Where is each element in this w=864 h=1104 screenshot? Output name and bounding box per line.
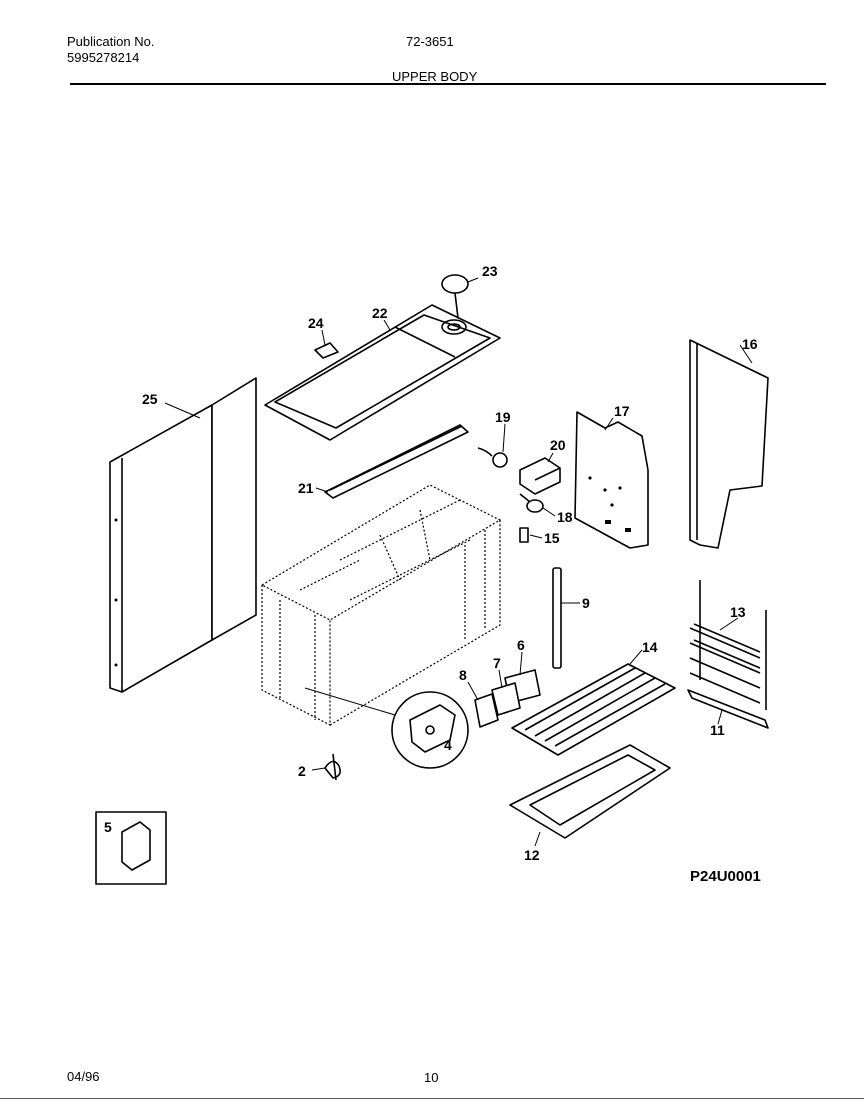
callout-17: 17 xyxy=(614,403,630,419)
part-23-cap xyxy=(441,274,469,319)
part-7-bracket xyxy=(491,682,521,716)
footer-rule xyxy=(0,1098,864,1099)
callout-12: 12 xyxy=(524,847,540,863)
callout-7: 7 xyxy=(493,655,501,671)
model-number: 72-3651 xyxy=(406,34,454,49)
callout-18: 18 xyxy=(557,509,573,525)
part-16-liner xyxy=(689,339,769,549)
callout-15: 15 xyxy=(544,530,560,546)
part-22-top-cover xyxy=(264,304,501,441)
publication-label: Publication No. xyxy=(67,34,155,49)
part-2-clip xyxy=(324,753,341,781)
leader-lines xyxy=(164,277,753,847)
part-25-side-panel xyxy=(109,377,257,693)
page-number: 10 xyxy=(424,1070,439,1085)
callout-2: 2 xyxy=(298,763,306,779)
callout-5: 5 xyxy=(104,819,112,835)
callout-14: 14 xyxy=(642,639,658,655)
callout-4: 4 xyxy=(444,737,452,753)
footer-date: 04/96 xyxy=(67,1069,100,1084)
part-17-control-plate xyxy=(574,411,649,549)
callout-8: 8 xyxy=(459,667,467,683)
header-rule xyxy=(70,83,826,85)
part-13-rack xyxy=(689,580,767,710)
drawing-code: P24U0001 xyxy=(690,868,761,885)
callout-24: 24 xyxy=(308,315,324,331)
cabinet-outline xyxy=(260,484,502,726)
callout-9: 9 xyxy=(582,595,590,611)
part-8-bracket xyxy=(474,693,499,728)
callout-22: 22 xyxy=(372,305,388,321)
part-9-strip xyxy=(552,567,562,669)
part-24-clip xyxy=(314,342,339,359)
part-18-lamp xyxy=(519,493,544,513)
part-15-clip xyxy=(519,527,529,543)
callout-6: 6 xyxy=(517,637,525,653)
callout-21: 21 xyxy=(298,480,314,496)
publication-number: 5995278214 xyxy=(67,50,140,65)
callout-13: 13 xyxy=(730,604,746,620)
part-4-inset xyxy=(304,687,469,769)
part-20-box xyxy=(519,457,561,495)
part-19-thermostat xyxy=(477,447,508,468)
callout-11: 11 xyxy=(710,722,725,738)
part-5-inset xyxy=(95,811,167,885)
callouts: 23 24 22 16 25 19 17 20 21 18 15 9 13 6 … xyxy=(104,263,758,863)
part-12-tray xyxy=(509,744,671,839)
callout-25: 25 xyxy=(142,391,158,407)
callout-23: 23 xyxy=(482,263,498,279)
part-11-bracket xyxy=(687,689,769,729)
part-14-shelf xyxy=(511,663,676,756)
section-title: UPPER BODY xyxy=(392,69,478,84)
callout-16: 16 xyxy=(742,336,758,352)
callout-19: 19 xyxy=(495,409,511,425)
callout-20: 20 xyxy=(550,437,566,453)
part-21-rail xyxy=(324,424,469,499)
